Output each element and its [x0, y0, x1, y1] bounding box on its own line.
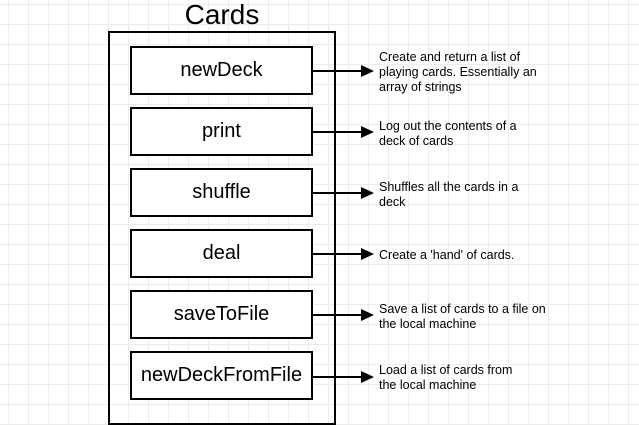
description-deal: Create a 'hand' of cards.: [379, 248, 515, 262]
method-box-deal: deal: [130, 229, 313, 278]
description-print: Log out the contents of a deck of cards: [379, 119, 517, 148]
arrow-new-deck: [313, 65, 374, 77]
arrow-shuffle: [313, 187, 374, 199]
method-box-shuffle: shuffle: [130, 168, 313, 217]
method-box-new-deck-from-file: newDeckFromFile: [130, 351, 313, 400]
description-save-to-file: Save a list of cards to a file on the lo…: [379, 302, 546, 331]
diagram-title: Cards: [184, 0, 260, 30]
arrow-deal: [313, 248, 374, 260]
description-new-deck: Create and return a list of playing card…: [379, 50, 537, 94]
arrow-save-to-file: [313, 309, 374, 321]
description-shuffle: Shuffles all the cards in a deck: [379, 180, 519, 209]
method-box-save-to-file: saveToFile: [130, 290, 313, 339]
description-new-deck-from-file: Load a list of cards from the local mach…: [379, 363, 513, 392]
arrow-new-deck-from-file: [313, 371, 374, 383]
method-box-print: print: [130, 107, 313, 156]
method-box-new-deck: newDeck: [130, 46, 313, 95]
arrow-print: [313, 126, 374, 138]
